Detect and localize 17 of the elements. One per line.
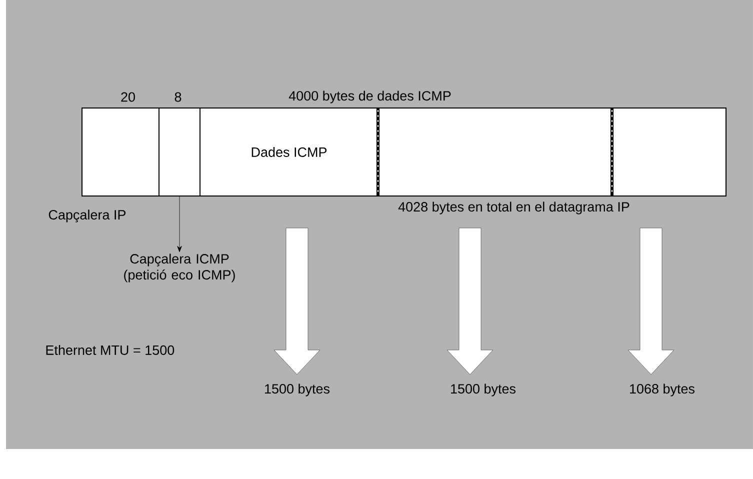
label: 4028 bytes en total en el datagrama IP: [398, 202, 630, 214]
label: Capçalera IP: [48, 210, 126, 222]
segment-box: [612, 108, 726, 196]
block-arrow: [628, 228, 674, 375]
block-arrow: [446, 228, 494, 375]
segment-box: [82, 108, 160, 196]
segment-box: [158, 108, 200, 196]
label: 8: [174, 92, 182, 102]
label: 4000 bytes de dades ICMP: [288, 90, 451, 104]
arrow: [177, 196, 182, 252]
text-label: 1068 bytes: [630, 384, 694, 396]
label: Ethernet MTU = 1500: [46, 345, 174, 355]
text-label: 1500 bytes: [265, 384, 330, 396]
block-arrow: [274, 228, 320, 375]
text-label: 1500 bytes: [451, 384, 516, 396]
text-label: Capçalera ICMP (petició eco ICMP): [124, 254, 235, 282]
label: 20: [121, 92, 135, 102]
